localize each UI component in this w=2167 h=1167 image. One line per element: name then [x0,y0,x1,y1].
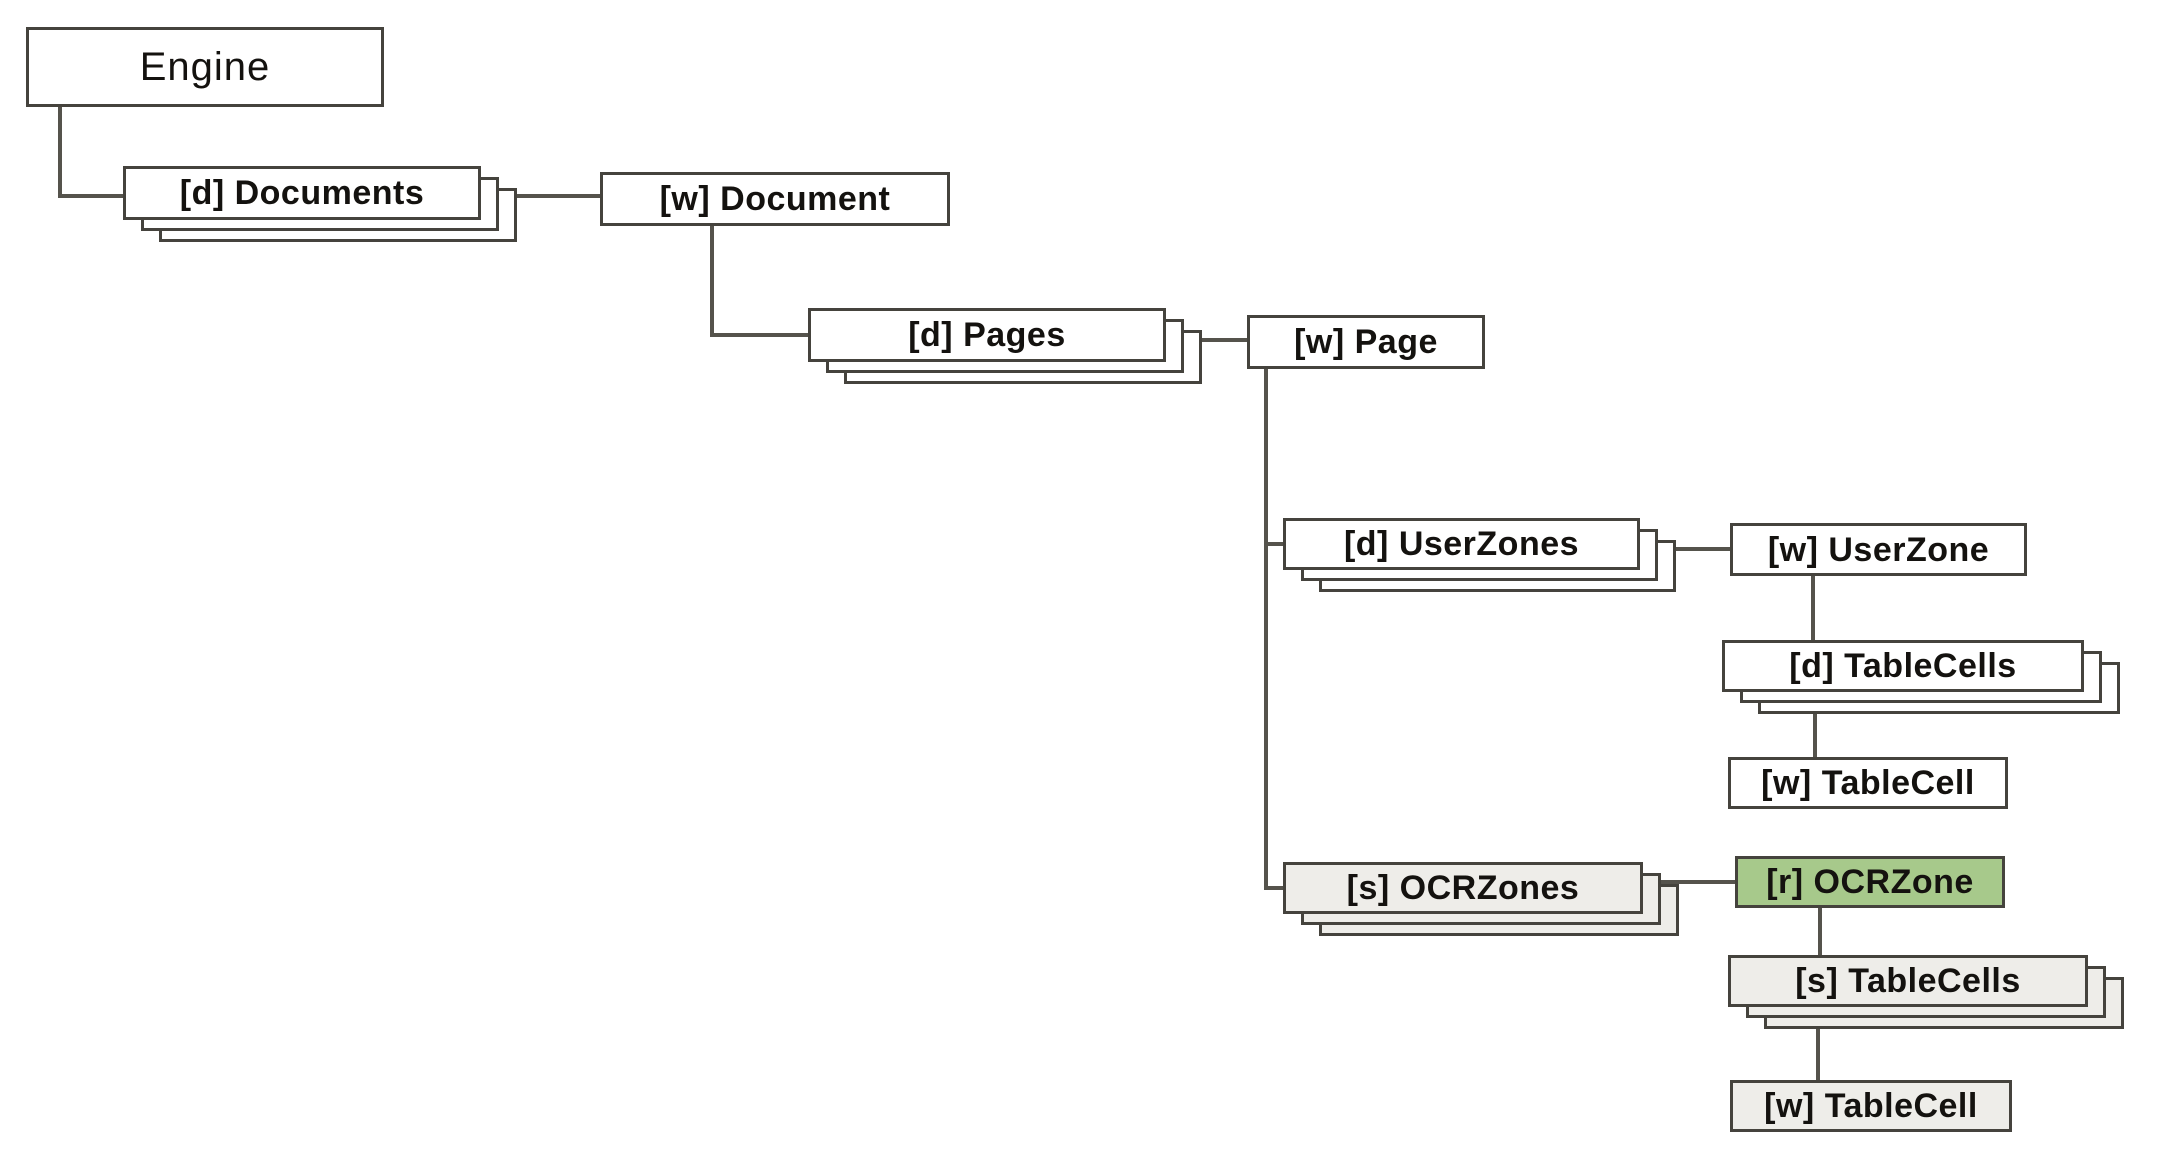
node-label: [w] Document [659,180,891,218]
node-box: [d] Pages [808,308,1166,362]
node-document: [w] Document [600,172,950,226]
node-page: [w] Page [1247,315,1485,369]
node-ocrzones: [s] OCRZones [1283,862,1679,936]
node-box: [w] TableCell [1728,757,2008,809]
node-box: [w] Document [600,172,950,226]
node-label: [r] OCRZone [1766,863,1974,901]
node-box: [w] UserZone [1730,523,2027,576]
node-box: Engine [26,27,384,107]
node-box: [s] OCRZones [1283,862,1643,914]
node-box: [w] TableCell [1730,1080,2012,1132]
node-tablecells-ocr: [s] TableCells [1728,955,2124,1029]
node-tablecells-user: [d] TableCells [1722,640,2120,714]
node-tablecell-ocr: [w] TableCell [1730,1080,2012,1132]
node-documents: [d] Documents [123,166,517,242]
node-label: [w] TableCell [1764,1087,1978,1125]
edge-document-pages [710,226,810,337]
edge-page-trunk [1264,369,1285,890]
node-userzone: [w] UserZone [1730,523,2027,576]
node-label: [d] UserZones [1343,525,1580,563]
node-box: [r] OCRZone [1735,856,2005,908]
node-pages: [d] Pages [808,308,1202,384]
node-label: [d] TableCells [1789,647,2017,685]
node-engine: Engine [26,27,384,107]
node-box: [w] Page [1247,315,1485,369]
node-label: [w] Page [1294,323,1438,361]
node-box: [s] TableCells [1728,955,2088,1007]
node-label: [w] UserZone [1767,530,1990,569]
node-box: [d] UserZones [1283,518,1640,570]
node-tablecell-user: [w] TableCell [1728,757,2008,809]
node-box: [d] Documents [123,166,481,220]
edge-engine-documents [58,107,125,198]
node-label: Engine [139,45,271,89]
node-ocrzone: [r] OCRZone [1735,856,2005,908]
node-label: [s] TableCells [1795,962,2021,1000]
node-label: [d] Documents [179,174,425,212]
node-label: [w] TableCell [1761,764,1975,802]
node-box: [d] TableCells [1722,640,2084,692]
node-userzones: [d] UserZones [1283,518,1676,592]
node-label: [s] OCRZones [1346,869,1580,907]
node-label: [d] Pages [908,316,1066,354]
